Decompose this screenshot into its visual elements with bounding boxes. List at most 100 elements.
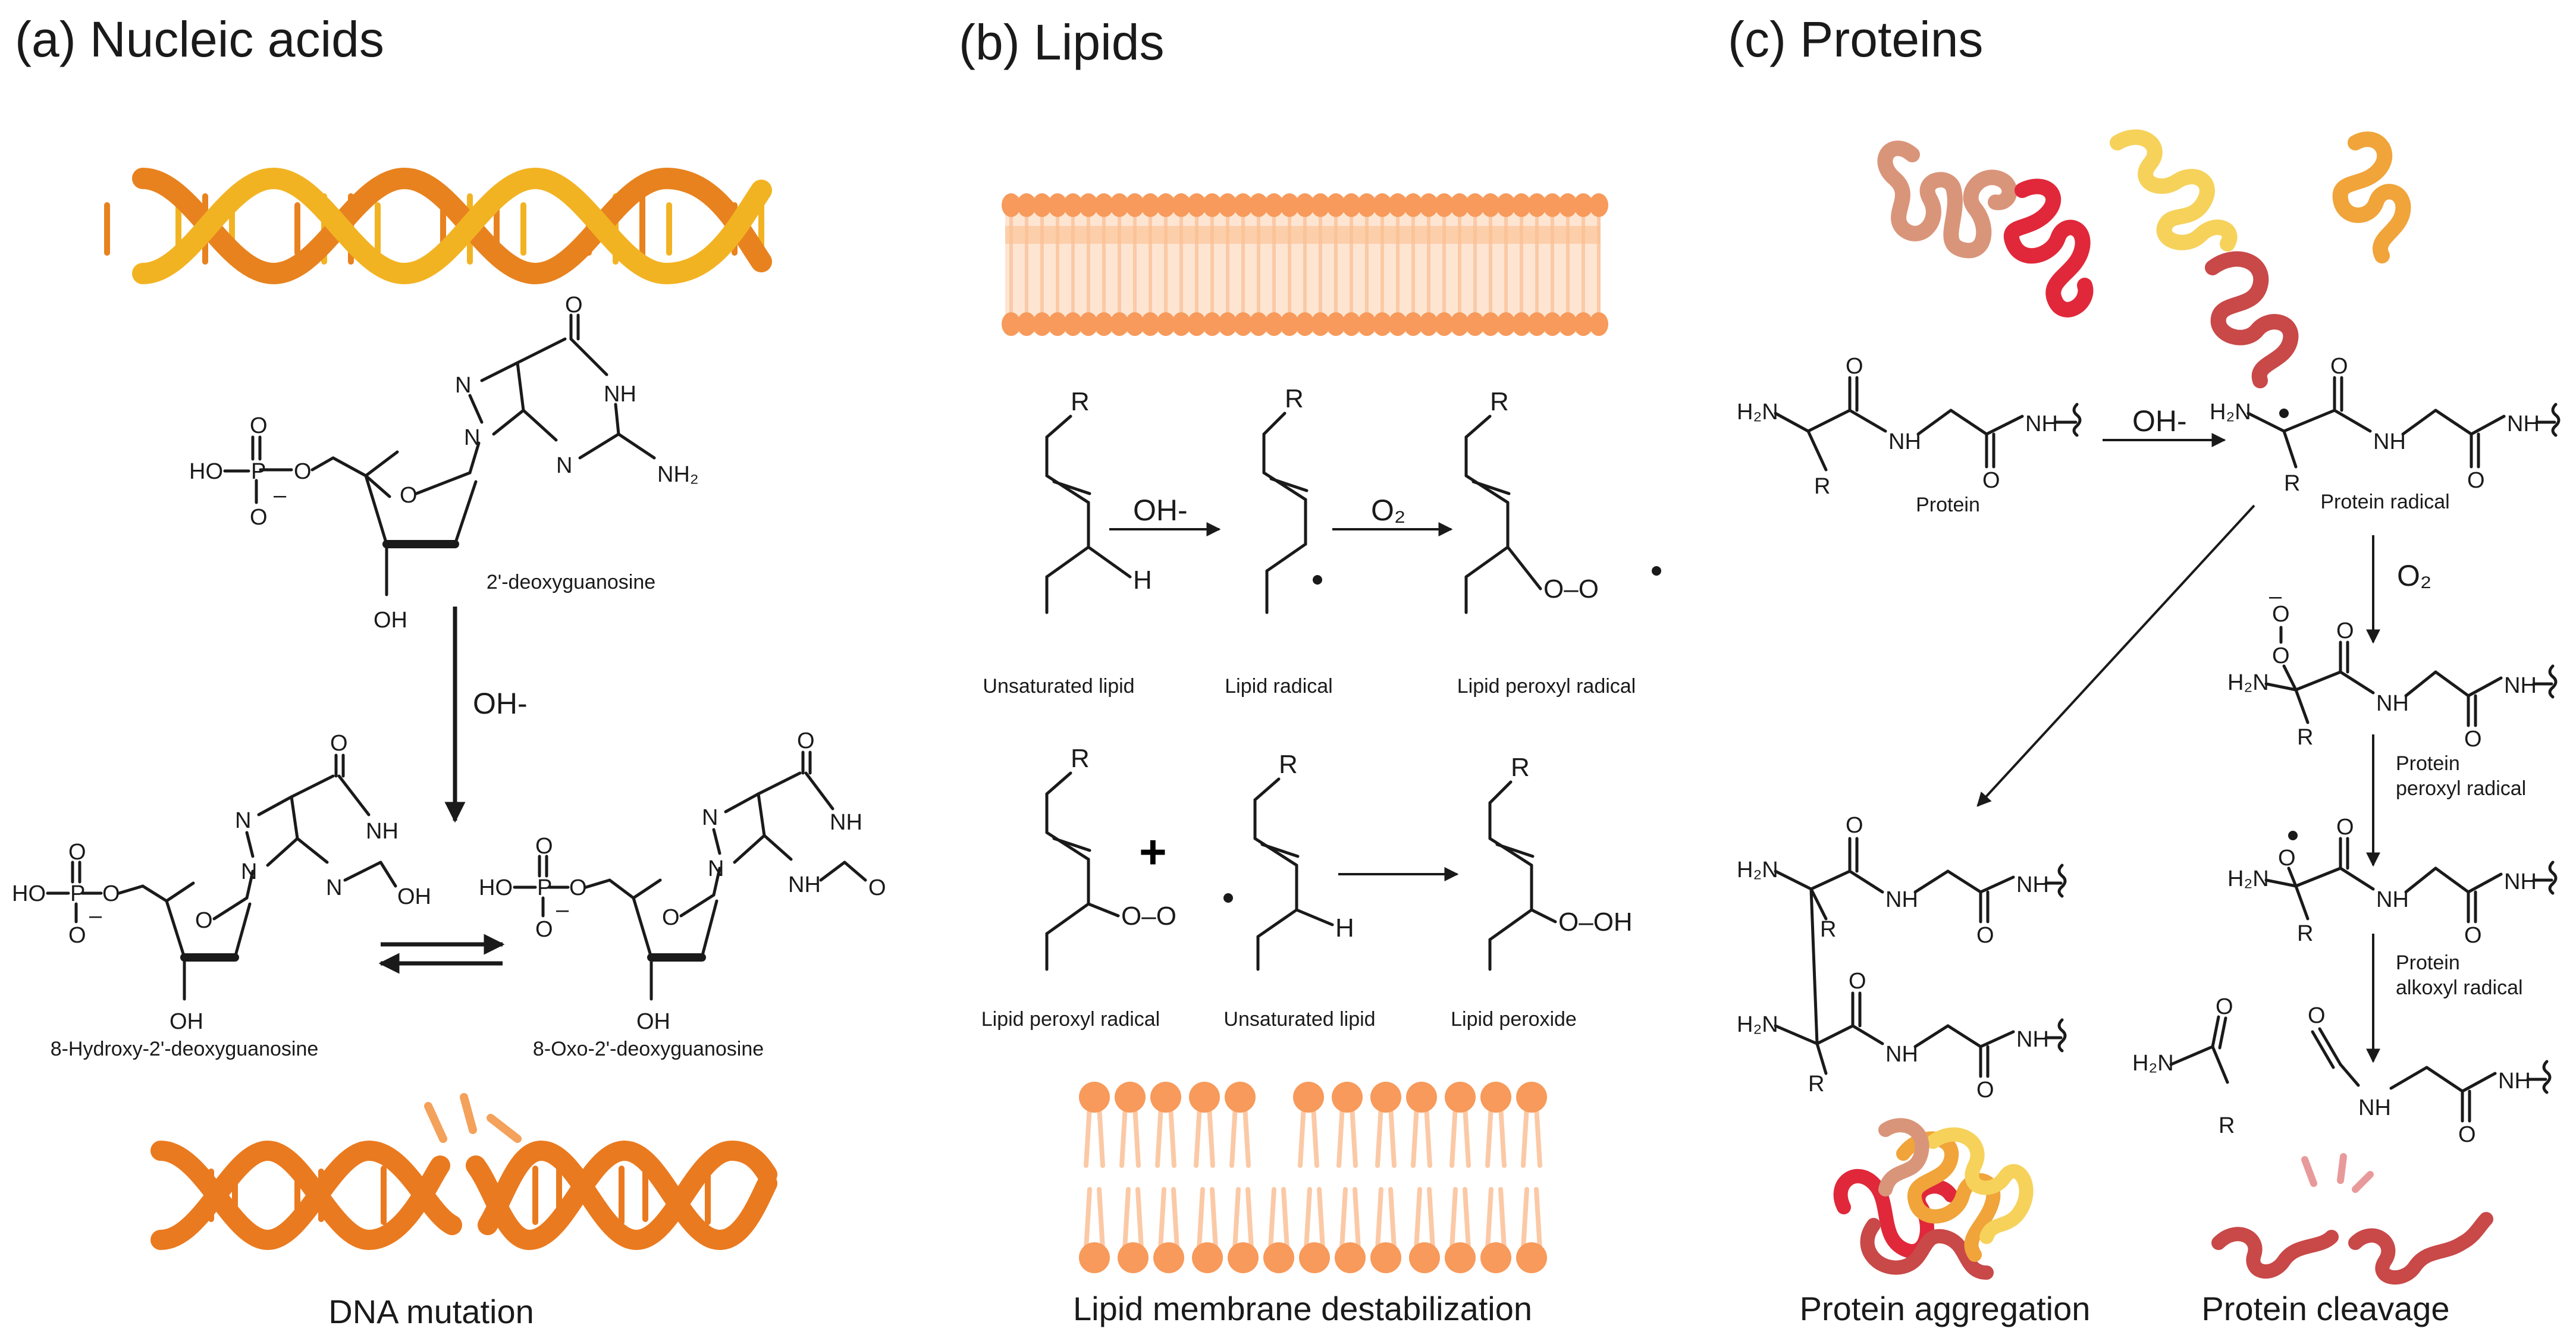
label-deoxyguanosine: 2'-deoxyguanosine	[487, 571, 655, 593]
svg-text:H₂N: H₂N	[2227, 866, 2269, 891]
svg-text:O: O	[797, 728, 815, 753]
svg-text:NH: NH	[2373, 429, 2406, 454]
svg-text:NH: NH	[1885, 1042, 1918, 1067]
label-unsaturated-lipid-2: Unsaturated lipid	[1223, 1008, 1375, 1031]
svg-text:NH: NH	[2376, 887, 2409, 912]
svg-text:H₂N: H₂N	[2210, 400, 2251, 425]
svg-text:O: O	[294, 459, 312, 484]
protein-aggregate-icon	[1833, 1118, 2034, 1280]
reagent-oh-lipid: OH-	[1133, 494, 1188, 527]
svg-text:R: R	[1279, 750, 1298, 779]
deoxyguanosine-structure: HO P O O O – O OH N N N NH	[189, 293, 699, 633]
svg-text:H₂N: H₂N	[2227, 670, 2269, 695]
svg-text:O: O	[2336, 815, 2354, 840]
svg-text:NH: NH	[788, 872, 821, 897]
svg-text:N: N	[241, 859, 257, 884]
label-unsaturated-lipid: Unsaturated lipid	[983, 675, 1134, 698]
mutated-dna-icon	[150, 1093, 777, 1251]
svg-text:O: O	[330, 731, 348, 756]
svg-text:O–OH: O–OH	[1558, 907, 1633, 937]
svg-text:O–O: O–O	[1543, 574, 1599, 604]
svg-text:O: O	[2467, 468, 2485, 493]
svg-text:O: O	[195, 908, 213, 933]
svg-text:O: O	[2216, 994, 2233, 1019]
protein-cleavage-icon	[2211, 1153, 2493, 1285]
svg-text:O: O	[400, 483, 418, 508]
reagent-oh-dna: OH-	[473, 687, 528, 720]
arrow-to-aggregation	[1976, 504, 2255, 807]
label-protein: Protein	[1916, 494, 1980, 516]
reagent-o2-lipid: O₂	[1371, 494, 1405, 527]
cleavage-amide-structure: H₂N O R	[2132, 994, 2235, 1138]
protein-aggregate-structure: H₂N R O NH O NH H₂N R O NH O	[1737, 813, 2067, 1103]
svg-text:O: O	[535, 834, 553, 859]
unsaturated-lipid-structure-2: R H	[1253, 750, 1354, 971]
svg-text:N: N	[702, 805, 718, 830]
svg-text:R: R	[2284, 471, 2300, 496]
svg-text:O: O	[1846, 813, 1863, 838]
protein-structure: H₂N R O NH O NH	[1737, 354, 2082, 499]
label-lipid-peroxide: Lipid peroxide	[1451, 1008, 1577, 1031]
svg-text:N: N	[556, 453, 572, 478]
panel-title-proteins: (c) Proteins	[1728, 11, 1983, 67]
hydroxy-deoxyguanosine-structure: HO P O O O – O OH N N N NH O	[12, 731, 431, 1034]
label-hydroxy-deoxyguanosine: 8-Hydroxy-2'-deoxyguanosine	[51, 1038, 319, 1060]
svg-text:–: –	[274, 483, 287, 508]
svg-text:NH: NH	[1885, 887, 1918, 912]
svg-text:H₂N: H₂N	[1737, 1012, 1778, 1037]
caption-membrane-destabilization: Lipid membrane destabilization	[1073, 1290, 1532, 1327]
svg-text:NH: NH	[2504, 869, 2537, 894]
svg-text:OH: OH	[397, 884, 431, 909]
svg-text:HO: HO	[479, 875, 513, 900]
svg-text:O: O	[2464, 923, 2482, 948]
svg-text:O: O	[569, 875, 587, 900]
svg-text:O: O	[1976, 1078, 1994, 1103]
svg-text:O–O: O–O	[1121, 902, 1176, 931]
svg-text:O: O	[2336, 618, 2354, 643]
svg-text:O: O	[1976, 923, 1994, 948]
svg-text:R: R	[1490, 387, 1509, 416]
svg-text:R: R	[2297, 725, 2313, 750]
dna-helix-icon	[104, 167, 772, 285]
svg-text:O: O	[2278, 846, 2296, 871]
label-lipid-peroxyl-radical-2: Lipid peroxyl radical	[981, 1008, 1160, 1031]
svg-text:R: R	[2219, 1113, 2235, 1138]
svg-text:O: O	[68, 923, 86, 948]
caption-protein-aggregation: Protein aggregation	[1800, 1290, 2091, 1327]
svg-text:–: –	[2269, 584, 2282, 609]
svg-text:R: R	[2297, 921, 2313, 946]
caption-protein-cleavage: Protein cleavage	[2201, 1290, 2449, 1327]
svg-text:HO: HO	[189, 459, 223, 484]
svg-text:O: O	[68, 840, 86, 865]
svg-text:NH: NH	[1888, 429, 1921, 454]
svg-text:NH: NH	[2507, 412, 2540, 436]
svg-text:OH: OH	[374, 608, 407, 633]
svg-text:NH: NH	[2498, 1069, 2531, 1094]
svg-text:NH: NH	[830, 810, 862, 835]
protein-peroxyl-radical-structure: O – O H₂N R O NH O NH	[2227, 584, 2558, 752]
svg-text:N: N	[708, 856, 724, 881]
svg-text:P: P	[251, 459, 266, 484]
svg-text:N: N	[235, 808, 251, 833]
svg-text:N: N	[455, 373, 471, 398]
svg-text:NH: NH	[2376, 691, 2409, 716]
equilibrium-arrows	[378, 934, 505, 974]
svg-text:H: H	[1335, 913, 1354, 943]
svg-text:NH: NH	[2358, 1095, 2391, 1120]
svg-text:HO: HO	[12, 881, 46, 906]
svg-text:H₂N: H₂N	[1737, 858, 1778, 883]
label-lipid-peroxyl-radical: Lipid peroxyl radical	[1457, 675, 1636, 698]
lipid-radical-structure: R	[1262, 384, 1322, 614]
label-protein-alkoxyl-line1: Protein	[2396, 951, 2460, 974]
svg-text:OH: OH	[170, 1009, 203, 1034]
svg-text:O: O	[1849, 969, 1866, 994]
svg-text:O: O	[868, 875, 886, 900]
lipid-peroxyl-radical-structure: R O–O	[1464, 387, 1661, 614]
disrupted-membrane-icon	[1079, 1082, 1547, 1273]
svg-text:O: O	[250, 505, 268, 530]
svg-text:O: O	[102, 881, 120, 906]
lipid-bilayer-icon	[1002, 193, 1608, 336]
svg-text:NH₂: NH₂	[657, 462, 699, 487]
lipid-peroxyl-radical-structure-2: R O–O	[1045, 744, 1233, 971]
svg-text:O: O	[565, 293, 583, 318]
